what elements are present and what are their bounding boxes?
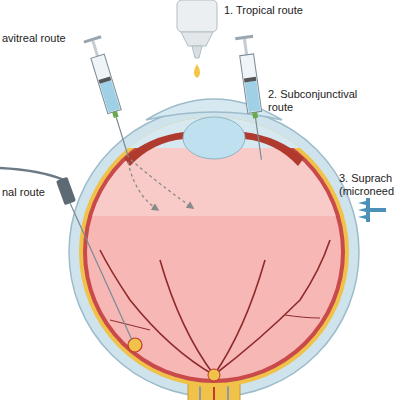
diffusion-arrow — [128, 162, 158, 210]
subconjunctival-syringe — [235, 35, 270, 161]
route-label: 2. Subconjunctival route — [268, 88, 368, 114]
route-label: avitreal route — [2, 32, 82, 45]
optic-disc — [208, 369, 220, 381]
macula — [128, 338, 142, 352]
lens — [183, 117, 245, 159]
route-label: 1. Tropical route — [224, 4, 334, 17]
intravitreal-syringe — [83, 35, 137, 160]
diffusion-arrow — [131, 160, 193, 208]
choroid — [79, 117, 349, 387]
route-label: nal route — [2, 186, 62, 199]
eye-drop-bottle — [177, 0, 217, 78]
sclera — [69, 107, 359, 397]
subretinal-catheter — [0, 168, 132, 340]
ciliary-body — [244, 132, 304, 166]
blood-vessels — [100, 240, 330, 375]
microneedle — [358, 198, 386, 222]
route-label: 3. Suprach (microneed — [339, 172, 397, 198]
